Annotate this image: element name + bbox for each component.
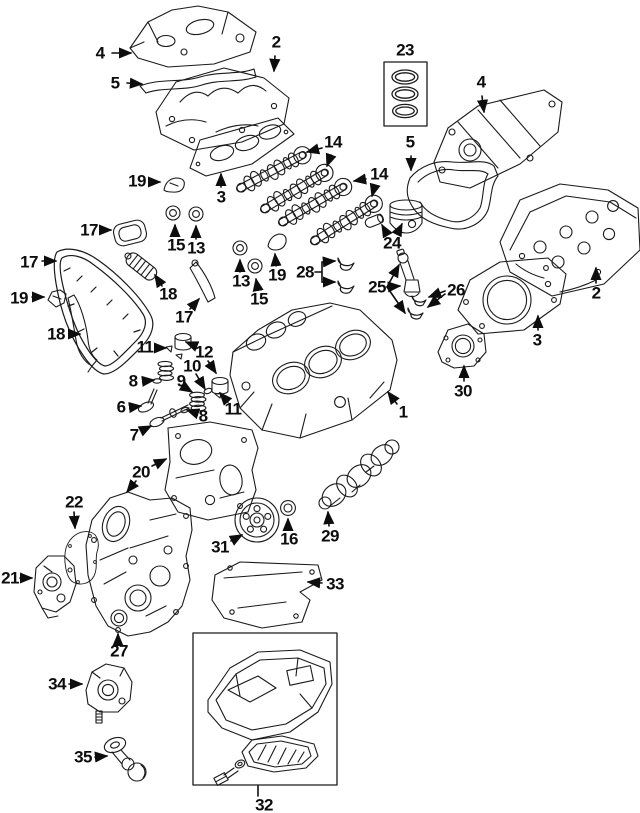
- rear-seal-retainer: [437, 323, 487, 369]
- part-number-label: 1: [398, 402, 408, 422]
- part-number-label: 19: [268, 265, 286, 285]
- chain-tensioner: [124, 252, 158, 281]
- part-number-label: 13: [232, 271, 250, 291]
- oil-pump-drive: [103, 736, 147, 782]
- valve-lifter-b: [211, 376, 229, 399]
- part-number-label: 27: [110, 641, 128, 661]
- part-number-label: 33: [326, 574, 344, 594]
- part-number-label: 19: [128, 171, 146, 191]
- part-number-label: 22: [65, 492, 83, 512]
- intake-valve: [137, 388, 158, 413]
- chain-guide-right: [189, 259, 216, 303]
- part-number-label: 15: [167, 235, 185, 255]
- part-number-label: 26: [447, 280, 465, 300]
- part-number-label: 23: [396, 40, 414, 60]
- part-number-label: 6: [116, 397, 126, 417]
- oil-pan-group-box: [192, 632, 338, 786]
- part-number-label: 9: [176, 371, 186, 391]
- oil-strainer: [241, 735, 319, 773]
- valve-cover-left: [129, 5, 257, 68]
- connecting-rod: [396, 248, 421, 298]
- part-number-label: 19: [10, 288, 28, 308]
- rod-bearing-shells: [407, 295, 427, 320]
- oil-pump: [85, 663, 133, 724]
- part-number-label: 20: [132, 462, 150, 482]
- part-number-label: 5: [110, 73, 120, 93]
- part-number-label: 15: [250, 289, 268, 309]
- oil-pan-upper: [207, 649, 333, 741]
- part-number-label: 31: [211, 537, 229, 557]
- part-number-label: 32: [255, 795, 273, 813]
- cylinder-head-right: [499, 183, 640, 297]
- valve-cover-gasket-right: [406, 161, 499, 230]
- chain-guide-left: [67, 294, 98, 373]
- valve-lifter-a: [174, 332, 192, 351]
- cylinder-head-left: [155, 67, 290, 151]
- part-number-label: 8: [128, 371, 138, 391]
- cylinder-block: [229, 302, 398, 439]
- drain-bolt: [213, 759, 246, 786]
- part-number-label: 11: [224, 399, 242, 419]
- main-bearing-shells: [337, 257, 355, 294]
- part-number-label: 17: [20, 252, 38, 272]
- part-number-label: 2: [591, 283, 601, 303]
- valve-spring-b: [189, 391, 207, 412]
- part-number-label: 11: [136, 337, 154, 357]
- part-number-label: 14: [370, 164, 388, 184]
- exhaust-valve: [149, 404, 190, 428]
- rear-timing-cover-plate: [164, 421, 259, 521]
- front-crank-seal: [280, 500, 296, 516]
- part-number-label: 3: [532, 330, 542, 350]
- part-number-label: 17: [175, 307, 193, 327]
- part-number-label: 16: [280, 529, 298, 549]
- valve-cover-gasket-left: [139, 68, 257, 94]
- part-number-label: 8: [198, 406, 208, 426]
- cam-seal-13-right: [232, 240, 248, 256]
- part-number-label: 17: [80, 220, 98, 240]
- part-number-label: 3: [216, 187, 226, 207]
- valve-keeper-a: [165, 345, 183, 360]
- head-gasket-left: [189, 117, 295, 177]
- part-number-label: 34: [48, 674, 66, 694]
- part-number-label: 4: [95, 43, 105, 63]
- cam-end-seals-left: [165, 205, 204, 222]
- part-number-label: 7: [129, 425, 139, 445]
- part-number-label: 10: [183, 356, 201, 376]
- rocker-arm-upper-left: [163, 177, 185, 193]
- valve-cover-right: [433, 89, 563, 189]
- part-number-label: 25: [368, 277, 386, 297]
- front-oil-seal: [110, 609, 128, 627]
- front-timing-cover: [85, 491, 193, 637]
- part-number-label: 12: [195, 342, 213, 362]
- part-number-label: 2: [271, 32, 281, 52]
- part-number-label: 18: [47, 324, 65, 344]
- piston-and-pin: [364, 199, 423, 234]
- rocker-arm-right: [267, 233, 287, 251]
- part-number-label: 21: [1, 568, 19, 588]
- part-number-label: 13: [187, 238, 205, 258]
- cam-seal-15-right: [247, 258, 263, 274]
- part-number-label: 18: [159, 284, 177, 304]
- rocker-arm-chain-left: [47, 289, 67, 308]
- leader-arrows: [19, 47, 602, 797]
- part-number-label: 28: [296, 262, 314, 282]
- front-cover-gasket: [64, 531, 99, 585]
- part-number-label: 24: [383, 233, 401, 253]
- part-number-label: 29: [321, 526, 339, 546]
- piston-ring-set-box: [383, 61, 428, 127]
- part-number-label: 4: [476, 72, 486, 92]
- camshafts: [232, 142, 387, 252]
- part-number-label: 30: [454, 381, 472, 401]
- valve-spring-a: [157, 360, 175, 381]
- part-number-label: 14: [324, 132, 342, 152]
- part-number-label: 5: [405, 132, 415, 152]
- cover-assembly-left: [33, 555, 77, 619]
- oval-gasket: [112, 219, 148, 247]
- crank-pulley: [234, 497, 280, 543]
- baffle-plate: [211, 561, 323, 629]
- crankshaft: [318, 439, 400, 510]
- head-gasket-right: [457, 257, 567, 335]
- part-number-label: 35: [74, 747, 92, 767]
